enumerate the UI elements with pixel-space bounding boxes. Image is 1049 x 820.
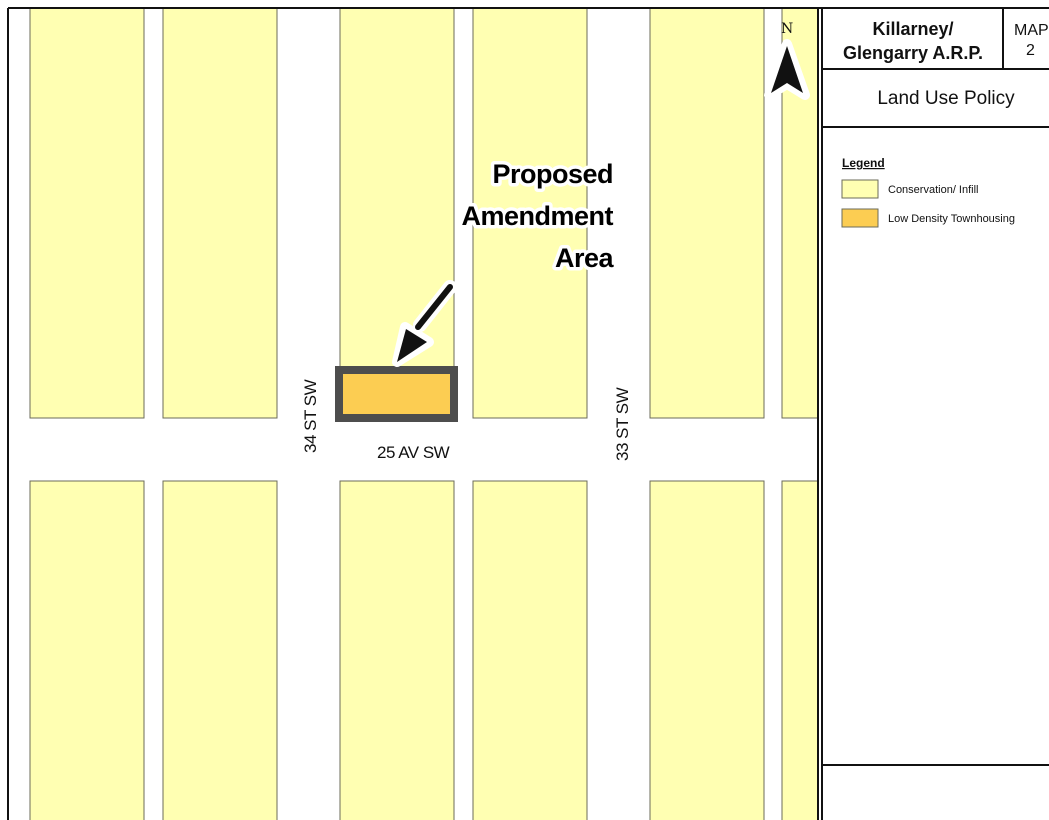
avenue-label: 25 AV SW [377, 443, 450, 462]
legend-label-conservation: Conservation/ Infill [888, 184, 979, 196]
title-line-2: Glengarry A.R.P. [843, 43, 983, 63]
north-letter: N [781, 21, 793, 37]
legend-label-townhousing: Low Density Townhousing [888, 213, 1015, 225]
map-subtitle: Land Use Policy [877, 88, 1015, 109]
parcel [162, 7, 278, 419]
map-panel: 25 AV SW 34 ST SW 33 ST SW Proposed Amen… [29, 7, 819, 820]
legend-swatch-conservation [841, 179, 879, 199]
parcel [649, 480, 765, 820]
parcel [472, 7, 588, 419]
legend-swatch-townhousing [841, 208, 879, 228]
west-street-label: 34 ST SW [301, 379, 320, 453]
east-street-label: 33 ST SW [613, 387, 632, 461]
parcel [472, 480, 588, 820]
parcel [781, 480, 819, 820]
parcel-group-south [29, 480, 819, 820]
parcel [29, 7, 145, 419]
amendment-area-parcel [335, 366, 458, 422]
parcel [649, 7, 765, 419]
callout-arrow-icon [392, 280, 457, 367]
title-block: Killarney/ Glengarry A.R.P. MAP 2 Land U… [822, 8, 1049, 820]
map-number: 2 [1026, 42, 1035, 59]
callout-line-3: Area [555, 243, 615, 273]
parcel [339, 480, 455, 820]
map-label: MAP [1014, 22, 1049, 39]
north-arrow-icon: N [764, 21, 810, 100]
legend-title: Legend [842, 156, 885, 170]
parcel [162, 480, 278, 820]
title-line-1: Killarney/ [872, 19, 953, 39]
callout-line-2: Amendment [461, 201, 613, 231]
map-frame [7, 7, 1049, 820]
callout-line-1: Proposed [492, 159, 613, 189]
legend: Legend Conservation/ Infill Low Density … [841, 156, 1015, 228]
parcel [29, 480, 145, 820]
